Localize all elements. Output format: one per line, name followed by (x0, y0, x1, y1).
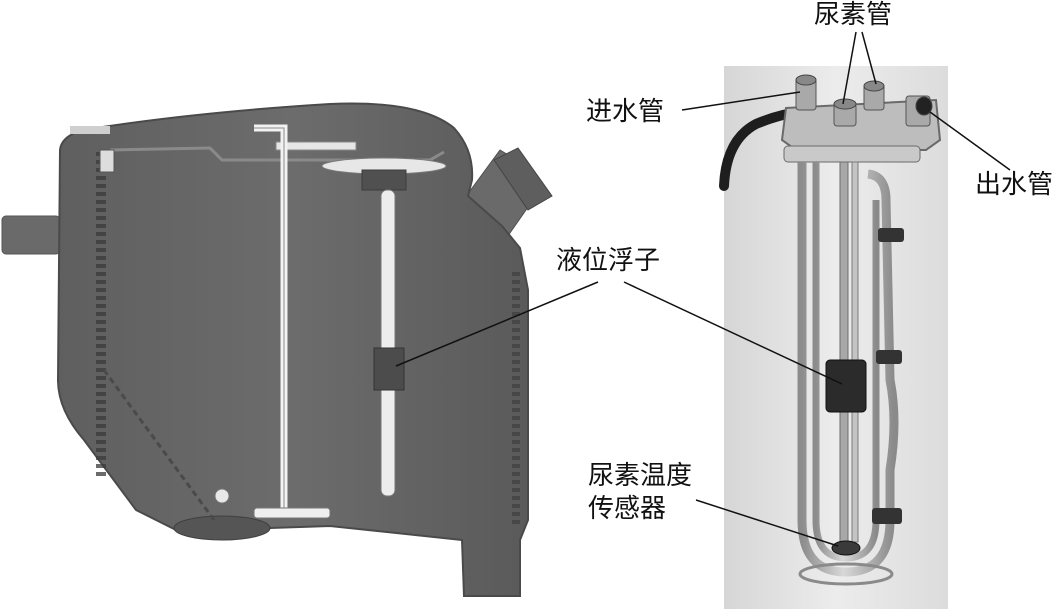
tank-top-thread (275, 141, 357, 151)
tank-top-shelf (109, 146, 445, 162)
tank-bottom-plug (214, 488, 230, 504)
tank-float-guide-rod (380, 189, 396, 497)
sensor-base-ring (798, 562, 894, 586)
suction-rod (839, 161, 849, 553)
temp-sensor-tip (831, 540, 861, 556)
sensor-assembly-photo (719, 66, 948, 609)
leader-temp (695, 499, 839, 547)
tank-side-port (1, 215, 61, 255)
tank-top-bracket (99, 149, 115, 173)
label-outlet-pipe: 出水管 (975, 170, 1054, 200)
tube-clip-mid (876, 350, 902, 364)
tank-inner-wall-left (96, 150, 106, 480)
tank-level-float (373, 347, 405, 391)
sensor-head (780, 98, 942, 151)
leader-float-right (623, 281, 843, 385)
float-guide-rod (851, 161, 859, 543)
label-urea-pipe: 尿素管 (814, 0, 893, 30)
tank-drain (173, 515, 271, 541)
label-level-float: 液位浮子 (556, 246, 661, 276)
level-float (825, 359, 867, 413)
tank-body (56, 102, 529, 597)
tank-float-guide-cap (361, 169, 407, 191)
tube-clip-bottom (872, 508, 902, 524)
tank-inner-diagonal (102, 369, 216, 521)
leader-urea-pipe-2 (861, 31, 877, 85)
tank-top-cap (70, 126, 110, 134)
tank-bottom-filter (253, 507, 331, 519)
sensor-flange (783, 145, 921, 163)
tank-inner-wall-right (512, 268, 520, 528)
leader-lines (395, 31, 1011, 547)
leader-float-left (395, 281, 599, 367)
leader-urea-pipe-1 (842, 31, 857, 105)
label-urea-temp-line1: 尿素温度 (588, 461, 693, 491)
leader-outlet (929, 111, 1011, 171)
urea-tank-cross-section (1, 102, 553, 597)
label-urea-temp-line2: 传感器 (588, 494, 667, 524)
leader-inlet (681, 91, 801, 111)
pipe-fittings (795, 74, 933, 127)
tube-clip-top (878, 228, 904, 242)
label-inlet-pipe: 进水管 (586, 97, 665, 127)
